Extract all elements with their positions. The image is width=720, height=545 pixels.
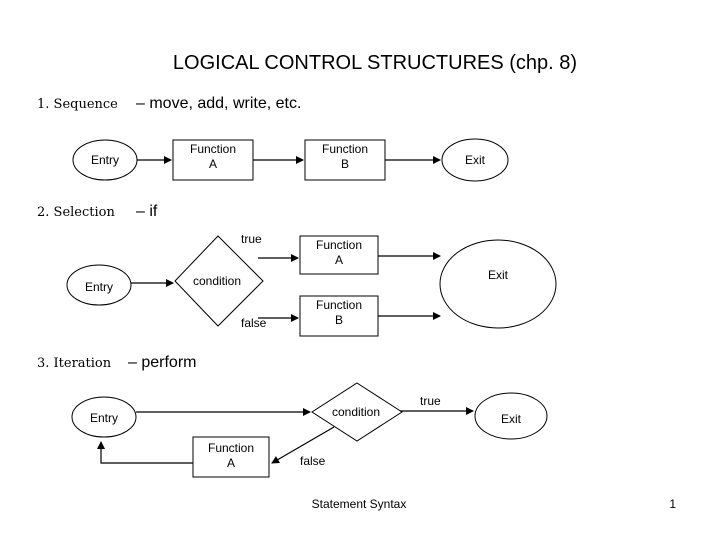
selection-entry-node: Entry (66, 264, 132, 306)
sequence-entry-node: Entry (72, 139, 138, 181)
iteration-arrow-false-to-a (271, 426, 335, 464)
sequence-exit-label: Exit (465, 153, 486, 167)
selection-condition-diamond: condition (174, 235, 264, 327)
iteration-exit-node: Exit (474, 392, 548, 440)
footer-caption: Statement Syntax (312, 497, 407, 511)
selection-true-label: true (241, 232, 262, 246)
iteration-condition-label: condition (332, 405, 380, 419)
iteration-function-a-line2: A (227, 456, 235, 470)
iteration-function-a-box: Function A (192, 436, 270, 478)
page-number: 1 (669, 497, 676, 511)
selection-description: – if (136, 203, 158, 220)
page-title: LOGICAL CONTROL STRUCTURES (chp. 8) (173, 52, 577, 74)
sequence-exit-node: Exit (441, 138, 509, 182)
sequence-function-a-box: Function A (172, 139, 254, 181)
selection-function-b-line1: Function (316, 298, 362, 312)
sequence-function-b-line1: Function (322, 142, 368, 156)
selection-entry-label: Entry (85, 280, 113, 294)
iteration-true-label: true (420, 394, 441, 408)
iteration-description: – perform (128, 354, 196, 371)
selection-condition-label: condition (193, 274, 241, 288)
selection-function-b-line2: B (335, 313, 343, 327)
sequence-function-a-line1: Function (190, 142, 236, 156)
iteration-condition-diamond: condition (311, 382, 403, 442)
iteration-entry-node: Entry (71, 396, 137, 438)
sequence-description: – move, add, write, etc. (136, 95, 301, 112)
selection-function-a-line1: Function (316, 238, 362, 252)
selection-heading: 2. Selection (37, 205, 115, 220)
sequence-heading: 1. Sequence (37, 97, 118, 112)
iteration-exit-label: Exit (501, 412, 522, 426)
iteration-entry-label: Entry (90, 411, 118, 425)
selection-exit-label: Exit (488, 268, 509, 282)
selection-false-label: false (241, 316, 267, 330)
selection-exit-node: Exit (439, 239, 557, 329)
selection-function-a-line2: A (335, 253, 343, 267)
sequence-function-b-box: Function B (304, 139, 386, 181)
iteration-arrow-loop-back (97, 441, 193, 464)
selection-function-a-box: Function A (299, 235, 379, 275)
iteration-heading: 3. Iteration (37, 356, 112, 371)
iteration-false-label: false (300, 454, 326, 468)
selection-function-b-box: Function B (299, 295, 379, 337)
iteration-function-a-line1: Function (208, 441, 254, 455)
sequence-entry-label: Entry (91, 153, 119, 167)
sequence-function-b-line2: B (341, 157, 349, 171)
sequence-function-a-line2: A (209, 157, 217, 171)
